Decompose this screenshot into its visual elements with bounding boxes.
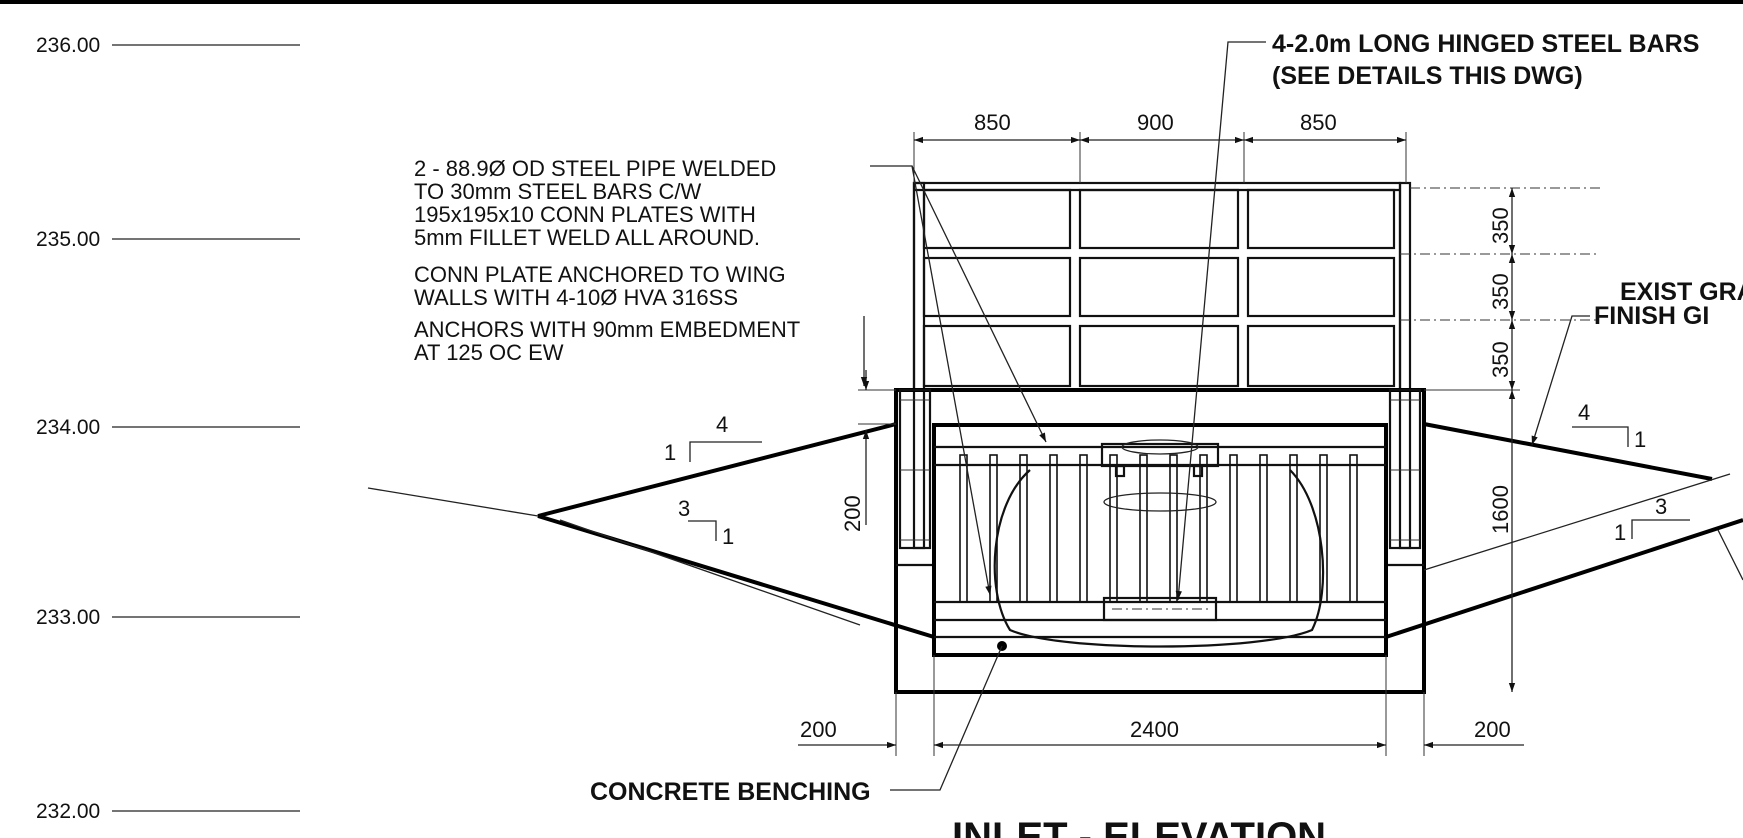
dim-height-total: 1600 — [1488, 485, 1513, 534]
svg-text:2 - 88.9Ø OD STEEL PIPE WELDED: 2 - 88.9Ø OD STEEL PIPE WELDED — [414, 156, 776, 181]
dim-right-1: 350 — [1488, 207, 1513, 244]
svg-text:4: 4 — [716, 412, 728, 437]
rack-bar — [1019, 454, 1028, 603]
dim-left-200: 200 — [840, 495, 865, 532]
svg-text:195x195x10 CONN PLATES WITH: 195x195x10 CONN PLATES WITH — [414, 202, 756, 227]
grading-lines — [367, 422, 1743, 639]
note-concrete-benching: CONCRETE BENCHING — [590, 778, 871, 806]
svg-text:AT 125 OC EW: AT 125 OC EW — [414, 340, 564, 365]
dim-bottom-right: 200 — [1474, 717, 1511, 742]
rack-bar — [1169, 454, 1178, 603]
dim-top-mid: 900 — [1137, 110, 1174, 135]
elevation-label-234: 234.00 — [36, 416, 100, 439]
svg-text:1: 1 — [1634, 427, 1646, 452]
elevation-scale: 236.00 235.00 234.00 233.00 232.00 — [36, 34, 300, 823]
svg-text:1: 1 — [1614, 520, 1626, 545]
leader-lines — [860, 41, 1590, 791]
svg-text:(SEE DETAILS THIS DWG): (SEE DETAILS THIS DWG) — [1272, 62, 1583, 90]
rack-bar — [1139, 454, 1148, 603]
dimension-lines: 850 900 850 350 350 350 1600 200 200 240… — [798, 110, 1600, 756]
note-exist-grade: EXIST GRA — [1620, 278, 1743, 306]
dim-bottom-mid: 2400 — [1130, 717, 1179, 742]
rack-bar — [1259, 454, 1268, 603]
svg-text:3: 3 — [1655, 494, 1667, 519]
elevation-label-232: 232.00 — [36, 800, 100, 823]
svg-text:CONN PLATE ANCHORED TO WING: CONN PLATE ANCHORED TO WING — [414, 262, 786, 287]
rack-bar — [1079, 454, 1088, 603]
dim-top-right: 850 — [1300, 110, 1337, 135]
slope-indicators: 1 4 3 1 4 1 1 3 — [664, 400, 1690, 549]
svg-text:1: 1 — [722, 524, 734, 549]
dim-right-3: 350 — [1488, 341, 1513, 378]
rack-bar — [1289, 454, 1298, 603]
note-finish-grade: FINISH GI — [1594, 302, 1709, 330]
elevation-label-233: 233.00 — [36, 606, 100, 629]
elevation-label-236: 236.00 — [36, 34, 100, 57]
rack-bar — [1349, 454, 1358, 603]
svg-text:WALLS WITH 4-10Ø HVA 316SS: WALLS WITH 4-10Ø HVA 316SS — [414, 285, 738, 310]
svg-text:3: 3 — [678, 496, 690, 521]
svg-text:1: 1 — [664, 440, 676, 465]
note-steel-pipe: 2 - 88.9Ø OD STEEL PIPE WELDED TO 30mm S… — [414, 156, 800, 365]
rack-bar — [959, 454, 968, 603]
hinge-assembly — [1100, 439, 1220, 622]
rack-bar — [1199, 454, 1208, 603]
svg-text:4: 4 — [1578, 400, 1590, 425]
dim-bottom-left: 200 — [800, 717, 837, 742]
rack-bar — [989, 454, 998, 603]
note-hinged-bars: 4-2.0m LONG HINGED STEEL BARS (SEE DETAI… — [1272, 30, 1699, 90]
elevation-label-235: 235.00 — [36, 228, 100, 251]
dim-top-left: 850 — [974, 110, 1011, 135]
rack-bar — [1319, 454, 1328, 603]
trash-rack-bars — [959, 454, 1358, 603]
svg-text:TO 30mm STEEL BARS C/W: TO 30mm STEEL BARS C/W — [414, 179, 702, 204]
svg-text:5mm FILLET WELD ALL AROUND.: 5mm FILLET WELD ALL AROUND. — [414, 225, 760, 250]
culvert-pipe-outline — [993, 469, 1325, 648]
drawing-title: INLET - ELEVATION — [952, 815, 1326, 838]
rack-bar — [1229, 454, 1238, 603]
svg-text:ANCHORS WITH 90mm EMBEDMENT: ANCHORS WITH 90mm EMBEDMENT — [414, 317, 800, 342]
rack-bar — [1109, 454, 1118, 603]
rack-bar — [1049, 454, 1058, 603]
svg-text:4-2.0m LONG HINGED STEEL BARS: 4-2.0m LONG HINGED STEEL BARS — [1272, 30, 1699, 58]
dim-right-2: 350 — [1488, 273, 1513, 310]
